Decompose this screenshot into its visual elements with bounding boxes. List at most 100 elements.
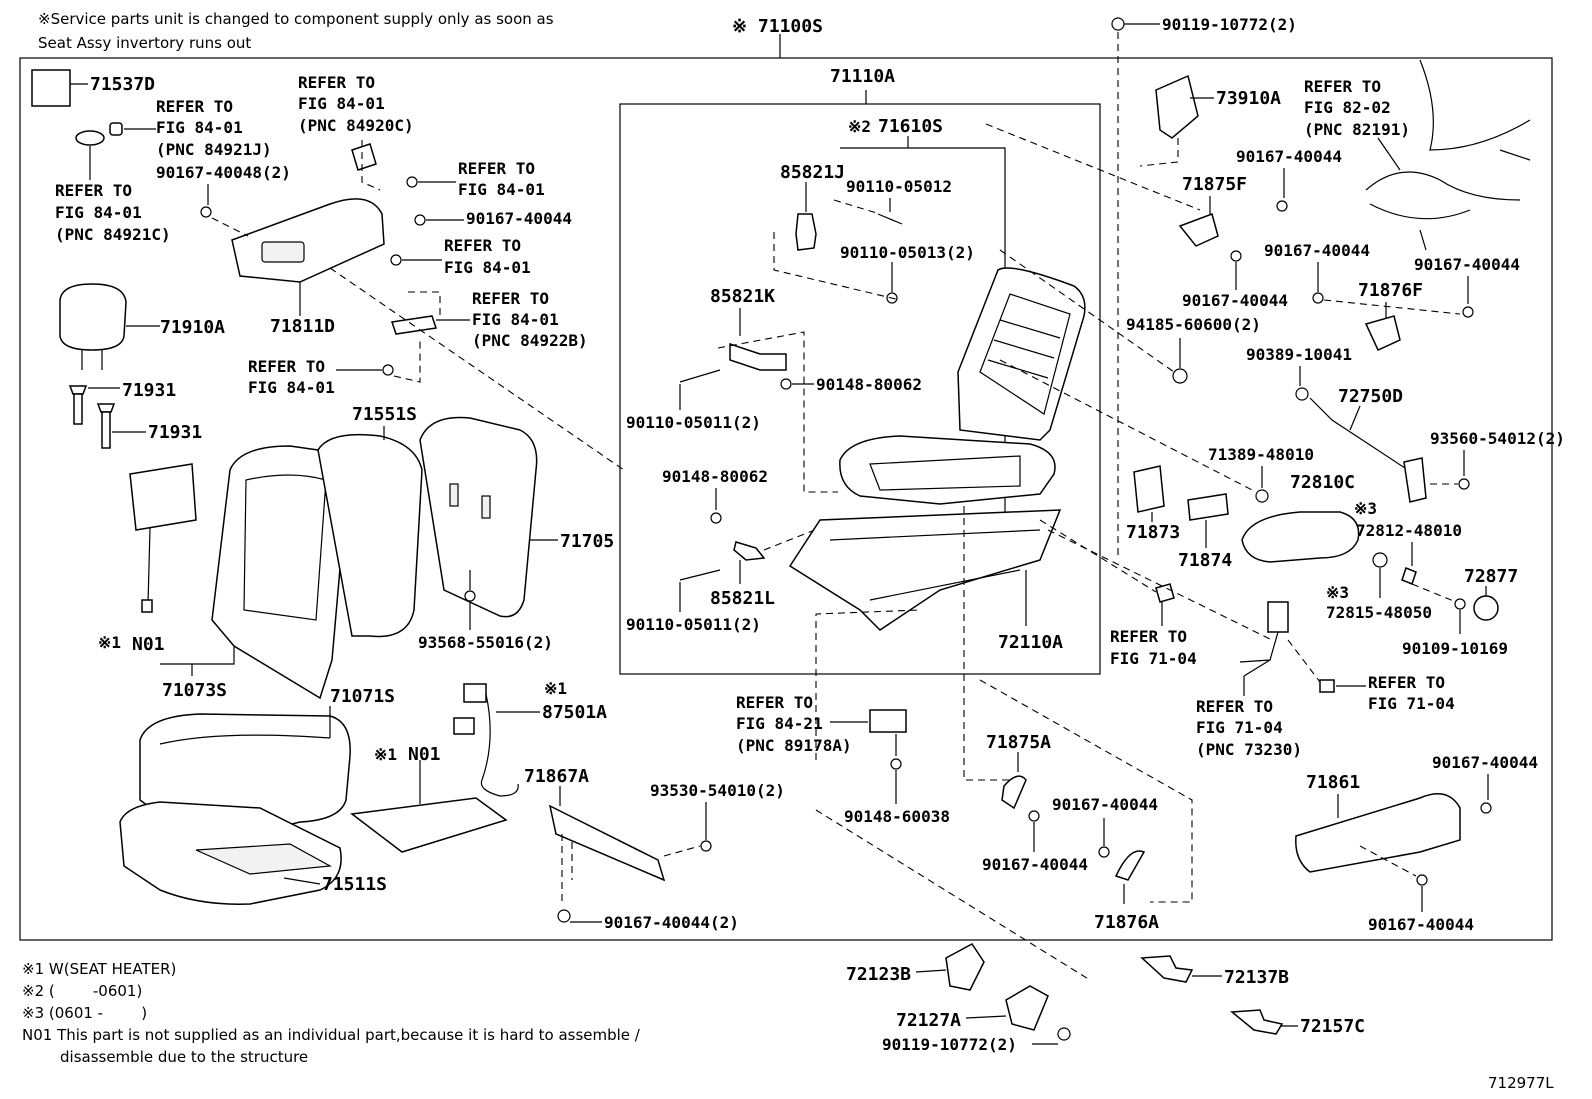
part-72157C: 72157C [1300,1016,1365,1037]
bracket-72137B-shape [1140,955,1194,983]
cover-71861-shape [1295,793,1461,873]
headrest-shape [59,283,127,351]
back-board-shape [419,416,538,618]
bolt-90167-40044-c: 90167-40044 [1052,795,1158,814]
bolt-90167-40044-j: 90167-40044 [1368,915,1474,934]
bolt-90148-80062-a: 90148-80062 [816,375,922,394]
part-71876A: 71876A [1094,912,1159,933]
part-71876F: 71876F [1358,280,1423,301]
bolt-93560-54012: 93560-54012(2) [1430,429,1565,448]
refer-84922B-3: (PNC 84922B) [472,331,588,350]
bolt-90167-40044-a: 90167-40044 [466,209,572,228]
assembly-frame [19,57,1553,941]
refer-84921J-2: FIG 84-01 [156,118,243,137]
refer-84920C-3: (PNC 84920C) [298,116,414,135]
mark-72812: ※3 [1354,499,1377,518]
part-71110A: 71110A [830,66,895,87]
refer-84920C-2: FIG 84-01 [298,94,385,113]
bolt-90167-40044-h: 90167-40044 [1414,255,1520,274]
footnote-2: ※2 ( -0601) [22,982,142,1000]
footnote-4b: disassemble due to the structure [60,1048,308,1066]
service-note-line2: Seat Assy invertory runs out [38,34,251,52]
module-73910A-shape [1155,74,1199,139]
bolt-93530-54010: 93530-54010(2) [650,781,785,800]
refer-89178A-1: REFER TO [736,693,813,712]
back-cover-shape [317,433,423,638]
part-72810C: 72810C [1290,472,1355,493]
part-71867A: 71867A [524,766,589,787]
refer-89178A-3: (PNC 89178A) [736,736,852,755]
buckle-shape [1267,601,1289,633]
part-72137B: 72137B [1224,967,1289,988]
part-85821L: 85821L [710,588,775,609]
part-71875F: 71875F [1182,174,1247,195]
footnote-3: ※3 (0601 - ) [22,1004,147,1022]
bolt-72812-48010: 72812-48010 [1356,521,1462,540]
lower-cover-shape [548,804,666,882]
part-71537D: 71537D [90,74,155,95]
n01-mark-b: ※1 [374,745,397,764]
seat-frame-subframe [619,103,1101,675]
refer-84921J-1: REFER TO [156,97,233,116]
refer-b-1: REFER TO [444,236,521,255]
figure-id: 712977L [1488,1074,1554,1092]
seat-track-shape [788,509,1062,631]
part-71511S: 71511S [322,874,387,895]
part-71705: 71705 [560,531,614,552]
part-85821K: 85821K [710,286,775,307]
motor-j-shape [795,213,817,251]
refer-89178A-2: FIG 84-21 [736,714,823,733]
refer-b-2: FIG 84-01 [444,258,531,277]
part-71873: 71873 [1126,522,1180,543]
bolt-90167-40048: 90167-40048(2) [156,163,291,182]
bolt-90167-40044-g: 90167-40044 [1264,241,1370,260]
bolt-90167-40044-e: 90167-40044 [1236,147,1342,166]
assembly-part-number: ※ 71100S [732,16,823,37]
refer-84921J-3: (PNC 84921J) [156,140,272,159]
heater-switch-shape [463,683,487,703]
part-72877: 72877 [1464,566,1518,587]
bolt-90148-80062-b: 90148-80062 [662,467,768,486]
refer-84922B-1: REFER TO [472,289,549,308]
bracket-71874-shape [1187,493,1229,521]
footnote-1: ※1 W(SEAT HEATER) [22,960,176,978]
refer-84921C-1: REFER TO [55,181,132,200]
footnote-4a: N01 This part is not supplied as an indi… [22,1026,641,1044]
bracket-71876F-shape [1364,315,1401,351]
refer-82191-1: REFER TO [1304,77,1381,96]
refer-82191-2: FIG 82-02 [1304,98,1391,117]
refer-73230-3: (PNC 73230) [1196,740,1302,759]
bolt-90110-05012: 90110-05012 [846,177,952,196]
cover-72127A-shape [1005,985,1049,1031]
part-71073S: 71073S [162,680,227,701]
n01-b: N01 [408,744,441,765]
bolt-90167-40044-2: 90167-40044(2) [604,913,739,932]
bolt-90167-40044-f: 90167-40044 [1182,291,1288,310]
bolt-90389-10041: 90389-10041 [1246,345,1352,364]
side-cover-shape [231,198,385,283]
part-85821J: 85821J [780,162,845,183]
bolt-90110-05011-b: 90110-05011(2) [626,615,761,634]
bolt-90148-60038: 90148-60038 [844,807,950,826]
part-71861: 71861 [1306,772,1360,793]
seat-frame-shape [957,267,1086,441]
bracket-71875F-shape [1178,213,1219,247]
bracket-71875A-shape [1001,775,1027,810]
part-71610S: 71610S [878,116,943,137]
cap-72877-shape [1473,595,1499,621]
part-71875A: 71875A [986,732,1051,753]
part-87501A-mark: ※1 [544,679,567,698]
bolt-90167-40044-i: 90167-40044 [1432,753,1538,772]
refer-c-2: FIG 84-01 [248,378,335,397]
bolt-90119-10772-bottom: 90119-10772(2) [882,1035,1017,1054]
armrest-72810C-shape [1241,511,1360,563]
knob-shape [75,130,105,146]
switch-shape [351,143,377,171]
refer-a-2: FIG 84-01 [458,180,545,199]
refer-84920C-1: REFER TO [298,73,375,92]
bracket-71876A-shape [1114,850,1146,881]
bolt-72815-48050: 72815-48050 [1326,603,1432,622]
refer-c-1: REFER TO [248,357,325,376]
bolt-icon [200,206,212,218]
